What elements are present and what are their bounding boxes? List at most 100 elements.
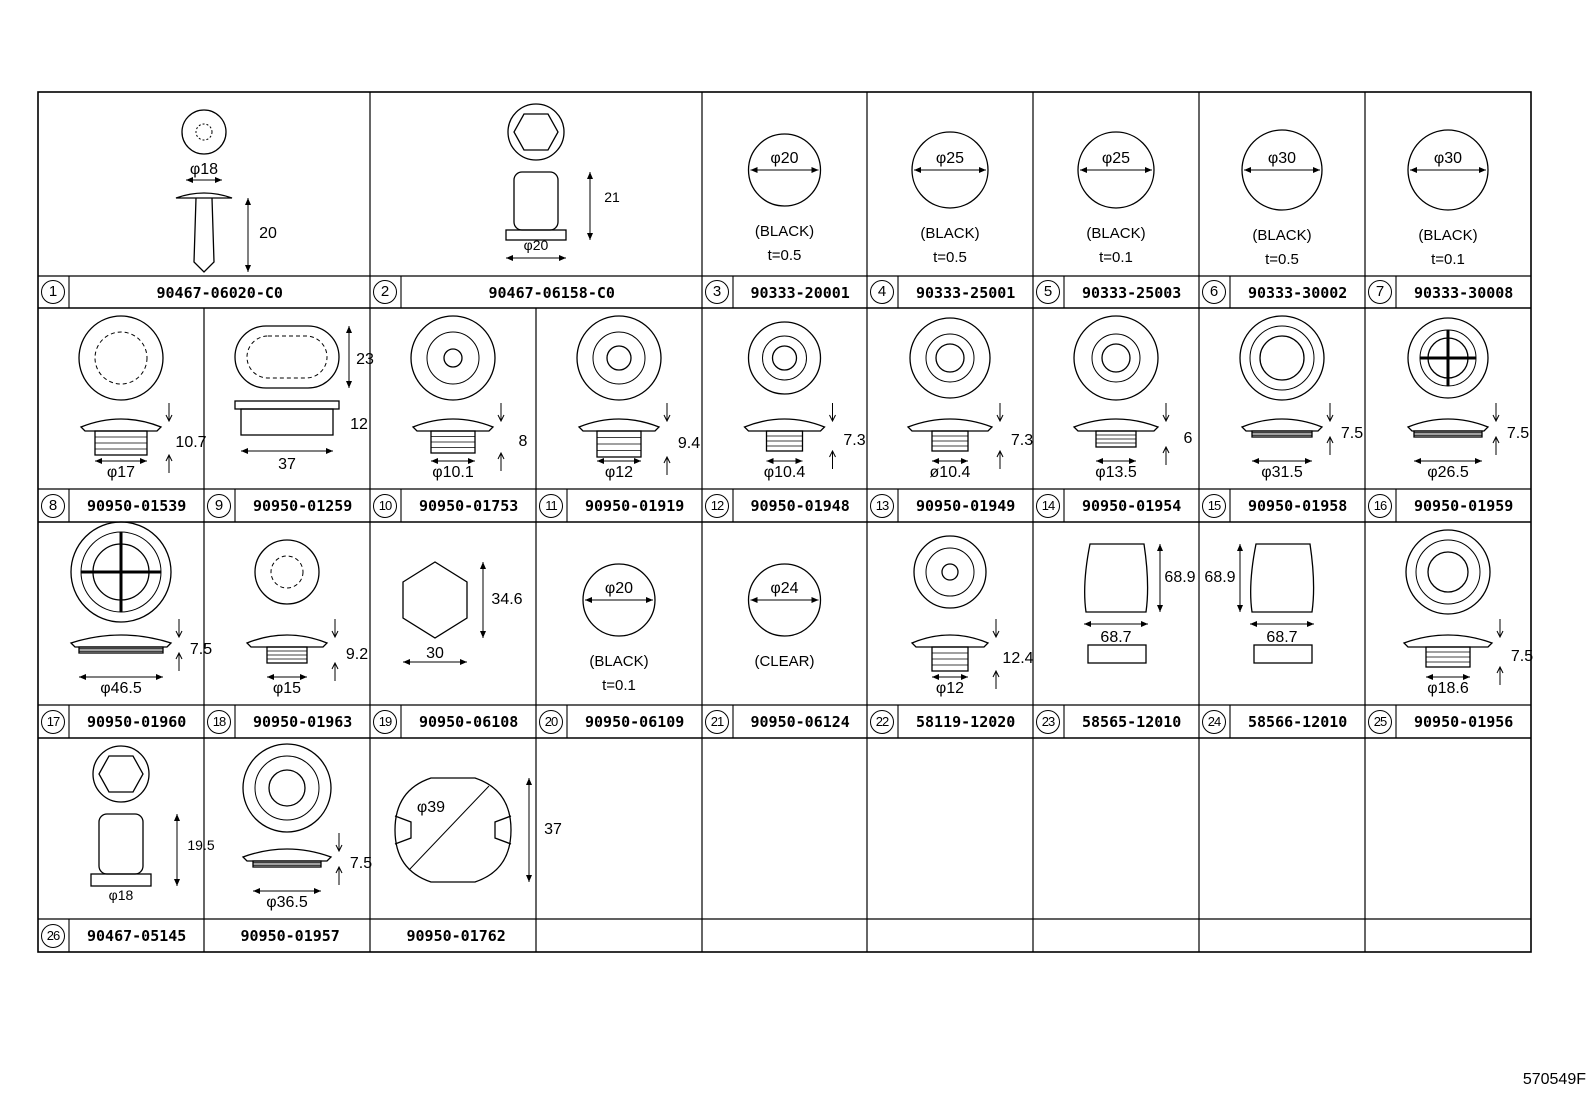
callout-number: 8 [41, 493, 65, 518]
dimension-arrow [750, 167, 819, 173]
dimension-label: t=0.5 [1265, 251, 1299, 268]
oval-grommet-body [240, 408, 334, 436]
plug-outline [747, 133, 822, 207]
dimension-label: 34.6 [491, 591, 522, 608]
part-number: 90333-30002 [1248, 283, 1348, 302]
clip-head [175, 192, 233, 199]
dimension-label: (BLACK) [589, 653, 648, 670]
dimension-label: 37 [544, 821, 562, 838]
dimension-label: φ10.1 [432, 464, 474, 481]
dimension-arrow [1326, 403, 1334, 455]
grommet-inner-ring [1091, 333, 1141, 383]
grommet-hole [443, 348, 463, 368]
grommet-top-view [747, 321, 822, 395]
dimension-label: 19.5 [187, 837, 214, 853]
dimension-arrow [829, 403, 836, 469]
dimension-label: φ13.5 [1095, 464, 1137, 481]
dimension-label: 7.5 [1511, 648, 1533, 665]
callout-number: 12 [705, 493, 729, 518]
dimension-arrow [253, 888, 321, 894]
dimension-label: 30 [426, 645, 444, 662]
dimension-line [408, 785, 490, 871]
grommet-flange [79, 418, 163, 432]
dimension-arrow [335, 833, 343, 885]
dimension-arrow [585, 597, 653, 603]
dimension-label: φ17 [107, 464, 135, 481]
dimension-label: φ46.5 [100, 680, 142, 697]
dimension-label: φ25 [936, 150, 964, 167]
callout-number: 25 [1368, 709, 1392, 734]
dimension-label: φ20 [770, 150, 798, 167]
dimension-label: (BLACK) [1086, 225, 1145, 242]
clip-hex [513, 113, 559, 151]
callout-number: 13 [870, 493, 894, 518]
dimension-arrow [1496, 619, 1504, 685]
callout-number: 2 [373, 280, 397, 304]
dimension-arrow [992, 619, 1000, 689]
drawing-id: 570549F [1522, 1071, 1586, 1088]
dimension-label: φ12 [605, 464, 633, 481]
clip-head-top [92, 745, 150, 803]
callout-number: 11 [539, 493, 563, 518]
grommet-hole [771, 345, 798, 371]
part-number: 90950-06124 [750, 713, 850, 731]
grommet-inner-ring [270, 555, 304, 589]
dimension-label: 7.3 [1011, 432, 1033, 449]
plug-outline [1241, 129, 1323, 211]
dimension-label: 8 [519, 433, 528, 450]
dimension-label: t=0.1 [1431, 251, 1465, 268]
grommet-flange [577, 418, 661, 432]
grommet-hole [606, 345, 632, 371]
grommet-flange [1402, 634, 1494, 648]
part-number: 90950-01958 [1248, 497, 1348, 515]
dimension-label: 23 [356, 351, 374, 368]
housing-outline [1250, 543, 1315, 613]
callout-number: 19 [373, 709, 397, 734]
callout-number: 24 [1202, 709, 1226, 734]
grommet-hole [1259, 335, 1305, 381]
callout-number: 18 [207, 709, 231, 734]
plug-outline [747, 563, 822, 637]
part-number: 58565-12010 [1082, 713, 1182, 731]
dimension-label: 68.7 [1266, 629, 1297, 646]
dimension-arrow [663, 403, 671, 475]
hex-plug [402, 561, 468, 639]
grommet-inner-ring [762, 335, 807, 381]
grommet-hole [935, 343, 965, 373]
dimension-label: 68.9 [1204, 569, 1235, 586]
clip-hex [98, 755, 144, 793]
dimension-label: φ10.4 [764, 464, 806, 481]
dimension-label: φ26.5 [1427, 464, 1469, 481]
dimension-label: 68.9 [1164, 569, 1195, 586]
callout-number: 21 [705, 709, 729, 734]
grommet-inner-ring [254, 755, 320, 821]
dimension-label: (BLACK) [1418, 227, 1477, 244]
dimension-label: φ39 [417, 799, 445, 816]
dimension-label: 7.5 [1507, 425, 1529, 442]
callout-number: 14 [1036, 493, 1060, 518]
callout-number: 5 [1036, 280, 1060, 304]
dimension-label: 21 [604, 189, 620, 205]
part-number: 90467-06158-C0 [488, 283, 615, 302]
grommet-hole [1427, 551, 1469, 593]
dimension-label: t=0.1 [1099, 249, 1133, 266]
part-number: 90950-01954 [1082, 497, 1182, 515]
part-number: 90950-01963 [253, 713, 353, 731]
clip-center [195, 123, 213, 141]
clip-head-top [181, 109, 227, 155]
dimension-label: 12 [350, 416, 368, 433]
grommet-top-view [1073, 315, 1159, 401]
grommet-inner-ring [426, 331, 480, 385]
part-number: 90950-06108 [419, 713, 519, 731]
part-number: 90950-01959 [1414, 497, 1514, 515]
grommet-flange [743, 418, 826, 432]
plug-outline [1077, 131, 1155, 209]
callout-number: 26 [41, 923, 65, 948]
dimension-label: φ31.5 [1261, 464, 1303, 481]
dimension-label: 68.7 [1100, 629, 1131, 646]
callout-number: 22 [870, 709, 894, 734]
part-number: 90950-01956 [1414, 713, 1514, 731]
grommet-top-view [78, 315, 164, 401]
part-number: 90333-25001 [916, 283, 1016, 302]
